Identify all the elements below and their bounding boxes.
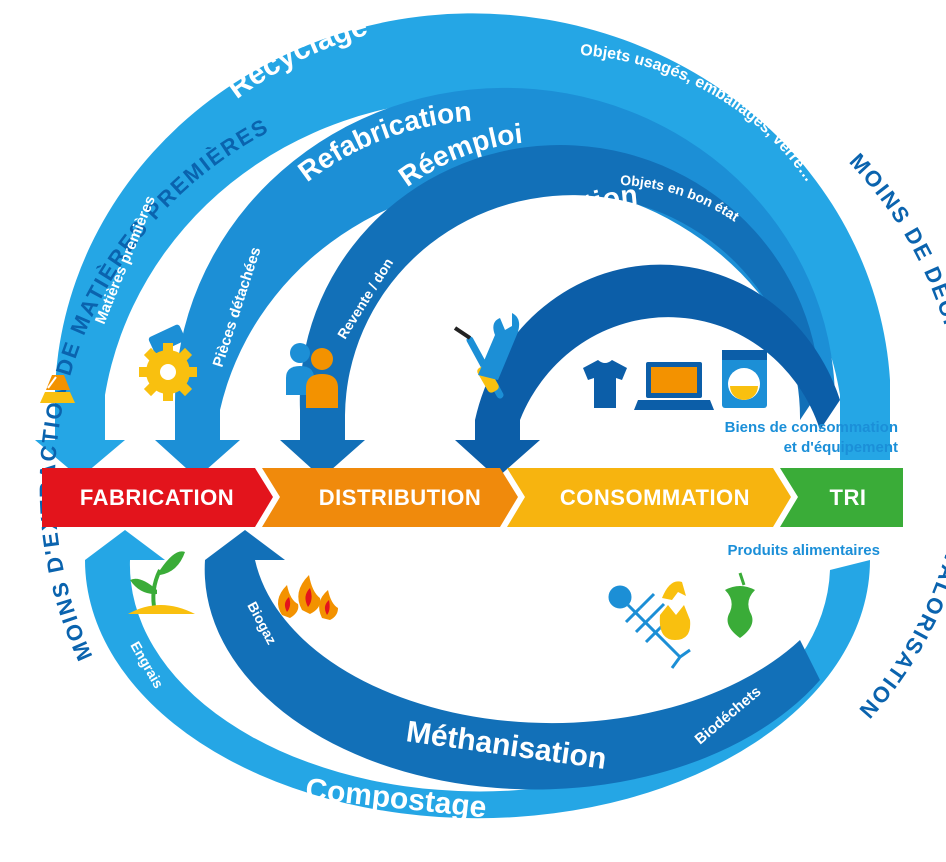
chain-label-consommation: CONSOMMATION <box>560 485 750 510</box>
chain-step-distribution <box>262 468 518 527</box>
washing-machine-icon <box>722 350 767 408</box>
chain-step-fabrication <box>42 468 273 527</box>
apple-core-icon <box>725 572 755 638</box>
chain-label-fabrication: FABRICATION <box>80 485 234 510</box>
methanisation-loop <box>204 530 821 790</box>
recyclage-loop <box>35 13 890 478</box>
eggshell-icon <box>659 581 691 640</box>
gear-icon <box>139 324 197 401</box>
chain-label-tri: TRI <box>830 485 867 510</box>
screwdriver-wrench-icon <box>453 313 520 399</box>
chain-step-tri <box>780 468 903 527</box>
goods-label-line1: Biens de consommation <box>725 419 898 436</box>
sprout-icon <box>128 551 195 614</box>
goods-label-line2: et d'équipement <box>784 439 898 456</box>
chain-label-distribution: DISTRIBUTION <box>319 485 481 510</box>
value-chain: FABRICATION DISTRIBUTION CONSOMMATION TR… <box>42 468 903 527</box>
reparation-loop <box>455 264 840 478</box>
flames-icon <box>278 575 338 620</box>
reemploi-loop <box>280 145 820 478</box>
laptop-icon <box>634 362 714 410</box>
people-icon <box>286 343 338 408</box>
tshirt-icon <box>583 360 627 408</box>
gold-ingot-icon <box>40 375 75 403</box>
chain-step-consommation <box>507 468 791 527</box>
food-label: Produits alimentaires <box>727 542 880 559</box>
